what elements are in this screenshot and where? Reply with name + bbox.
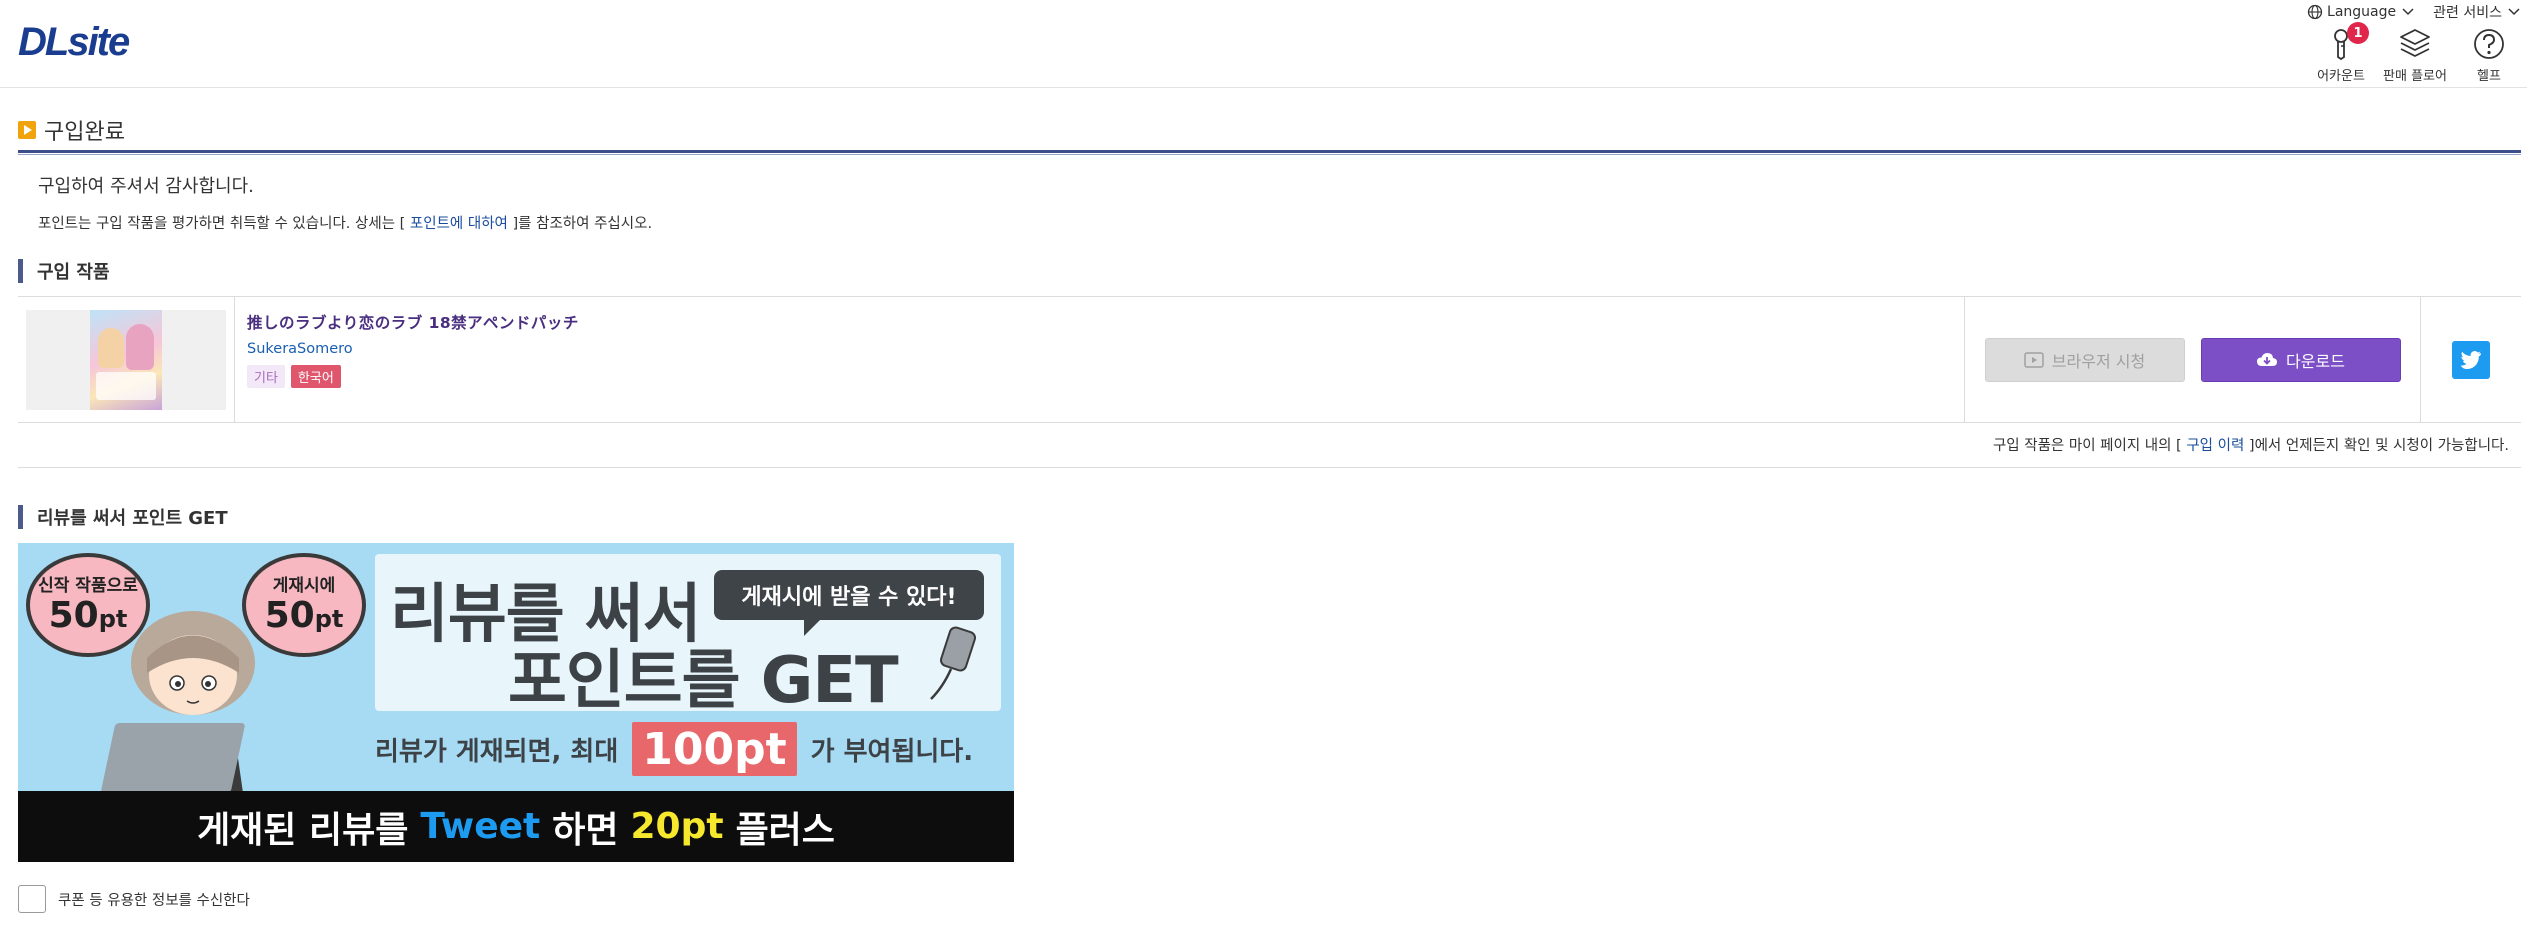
points-note: 포인트는 구입 작품을 평가하면 취득할 수 있습니다. 상세는 [ 포인트에 …	[38, 212, 652, 233]
work-thumbnail	[90, 309, 162, 410]
laptop-illustration	[100, 723, 246, 793]
sales-floor-label: 판매 플로어	[2383, 69, 2447, 84]
chevron-down-icon	[2508, 8, 2520, 16]
purchased-work-row: 推しのラブより恋のラブ 18禁アペンドパッチ SukeraSomero 기타 한…	[18, 296, 2521, 423]
twitter-share-button[interactable]	[2452, 340, 2490, 379]
tweet-bonus-mid: 하면	[552, 809, 619, 851]
work-info: 推しのラブより恋のラブ 18禁アペンドパッチ SukeraSomero 기타 한…	[235, 297, 1965, 422]
max-points-before: 리뷰가 게재되면, 최대	[375, 736, 619, 767]
newsletter-optin[interactable]: 쿠폰 등 유용한 정보를 수신한다	[18, 885, 250, 913]
max-points-after: 가 부여됩니다.	[810, 736, 974, 767]
sales-floor-button[interactable]: 판매 플로어	[2379, 26, 2451, 84]
work-thumbnail-cell	[18, 297, 235, 422]
globe-icon	[2307, 4, 2323, 20]
mypage-note: 구입 작품은 마이 페이지 내의 [ 구입 이력 ]에서 언제든지 확인 및 시…	[1993, 434, 2509, 455]
purchase-history-link[interactable]: 구입 이력	[2186, 438, 2245, 454]
related-services-label: 관련 서비스	[2433, 5, 2502, 21]
work-actions: 브라우저 시청 다운로드	[1965, 297, 2421, 422]
points-note-after: ]를 참조하여 주십시오.	[507, 216, 653, 232]
chevron-down-icon	[2402, 8, 2414, 16]
tweet-word: Tweet	[420, 806, 541, 847]
banner-speech-bubble: 게재시에 받을 수 있다!	[714, 570, 984, 636]
work-thumbnail-frame[interactable]	[26, 309, 226, 410]
account-button[interactable]: 1 어카운트	[2305, 22, 2377, 84]
related-services-menu[interactable]: 관련 서비스	[2433, 2, 2521, 22]
language-selector[interactable]: Language	[2307, 4, 2415, 20]
share-cell	[2421, 297, 2521, 422]
review-points-banner[interactable]: 신작 작품으로 50pt 게재시에 50pt 리뷰를 써서 포인트를 GET 게…	[18, 543, 1014, 862]
tweet-bonus-points: 20pt	[630, 806, 724, 847]
top-links: Language 관련 서비스	[2307, 0, 2527, 24]
tweet-bonus-before: 게재된 리뷰를	[197, 809, 409, 851]
bubble-points: 50pt	[48, 595, 128, 636]
work-title-link[interactable]: 推しのラブより恋のラブ 18禁アペンドパッチ	[247, 314, 579, 332]
newsletter-checkbox[interactable]	[18, 885, 46, 913]
tweet-bonus-after: 플러스	[735, 809, 835, 851]
bubble-caption: 게재시에	[272, 576, 336, 596]
max-points-value: 100pt	[632, 722, 797, 776]
account-label: 어카운트	[2317, 69, 2365, 84]
work-tags: 기타 한국어	[247, 365, 1952, 388]
points-info-link[interactable]: 포인트에 대하여	[409, 216, 508, 232]
download-label: 다운로드	[2286, 351, 2345, 371]
bubble-caption: 신작 작품으로	[38, 576, 138, 596]
title-rule	[18, 150, 2521, 155]
layers-icon	[2400, 29, 2430, 57]
notification-badge: 1	[2347, 22, 2369, 44]
posting-points-bubble: 게재시에 50pt	[242, 553, 366, 657]
purchased-works-heading: 구입 작품	[18, 258, 110, 284]
help-button[interactable]: 헬프	[2453, 26, 2525, 84]
help-icon	[2474, 29, 2504, 59]
download-button[interactable]: 다운로드	[2200, 337, 2401, 382]
genre-tag: 기타	[247, 365, 285, 388]
heading-bar	[18, 259, 23, 283]
page-title-text: 구입완료	[44, 120, 125, 145]
cloud-download-icon	[2257, 352, 2278, 366]
banner-max-points-line: 리뷰가 게재되면, 최대 100pt 가 부여됩니다.	[375, 719, 1001, 779]
purchased-works-title: 구입 작품	[37, 262, 110, 283]
thanks-message: 구입하여 주셔서 감사합니다.	[38, 176, 254, 197]
new-work-points-bubble: 신작 작품으로 50pt	[26, 553, 150, 657]
review-heading: 리뷰를 써서 포인트 GET	[18, 504, 228, 530]
section-divider	[18, 467, 2521, 468]
play-square-icon	[18, 121, 36, 139]
browser-view-button[interactable]: 브라우저 시청	[1984, 337, 2185, 382]
browser-view-label: 브라우저 시청	[2051, 351, 2146, 371]
language-label: Language	[2327, 4, 2397, 20]
points-note-before: 포인트는 구입 작품을 평가하면 취득할 수 있습니다. 상세는 [	[38, 216, 410, 232]
twitter-icon	[2460, 350, 2481, 369]
banner-headline-1: 리뷰를 써서	[390, 578, 702, 652]
work-maker-link[interactable]: SukeraSomero	[247, 341, 353, 357]
help-label: 헬프	[2477, 69, 2501, 84]
play-icon	[2024, 351, 2044, 368]
header-nav: 1 어카운트 판매 플로어 헬프	[2305, 22, 2527, 84]
banner-headline-2: 포인트를 GET	[508, 644, 899, 718]
mypage-note-before: 구입 작품은 마이 페이지 내의 [	[1992, 438, 2187, 454]
newsletter-label[interactable]: 쿠폰 등 유용한 정보를 수신한다	[58, 892, 250, 909]
mypage-note-after: ]에서 언제든지 확인 및 시청이 가능합니다.	[2244, 438, 2509, 454]
site-header: DLsite Language 관련 서비스 1 어카운트 판매 플로어 헬프	[0, 0, 2527, 88]
dlsite-logo[interactable]: DLsite	[18, 20, 130, 64]
bubble-points: 50pt	[264, 595, 344, 636]
review-section-title: 리뷰를 써서 포인트 GET	[37, 508, 228, 529]
banner-tweet-bonus: 게재된 리뷰를 Tweet 하면 20pt 플러스	[18, 791, 1014, 862]
plug-illustration	[930, 626, 976, 700]
page-title: 구입완료	[18, 114, 125, 146]
language-tag: 한국어	[290, 365, 341, 388]
heading-bar	[18, 505, 23, 529]
